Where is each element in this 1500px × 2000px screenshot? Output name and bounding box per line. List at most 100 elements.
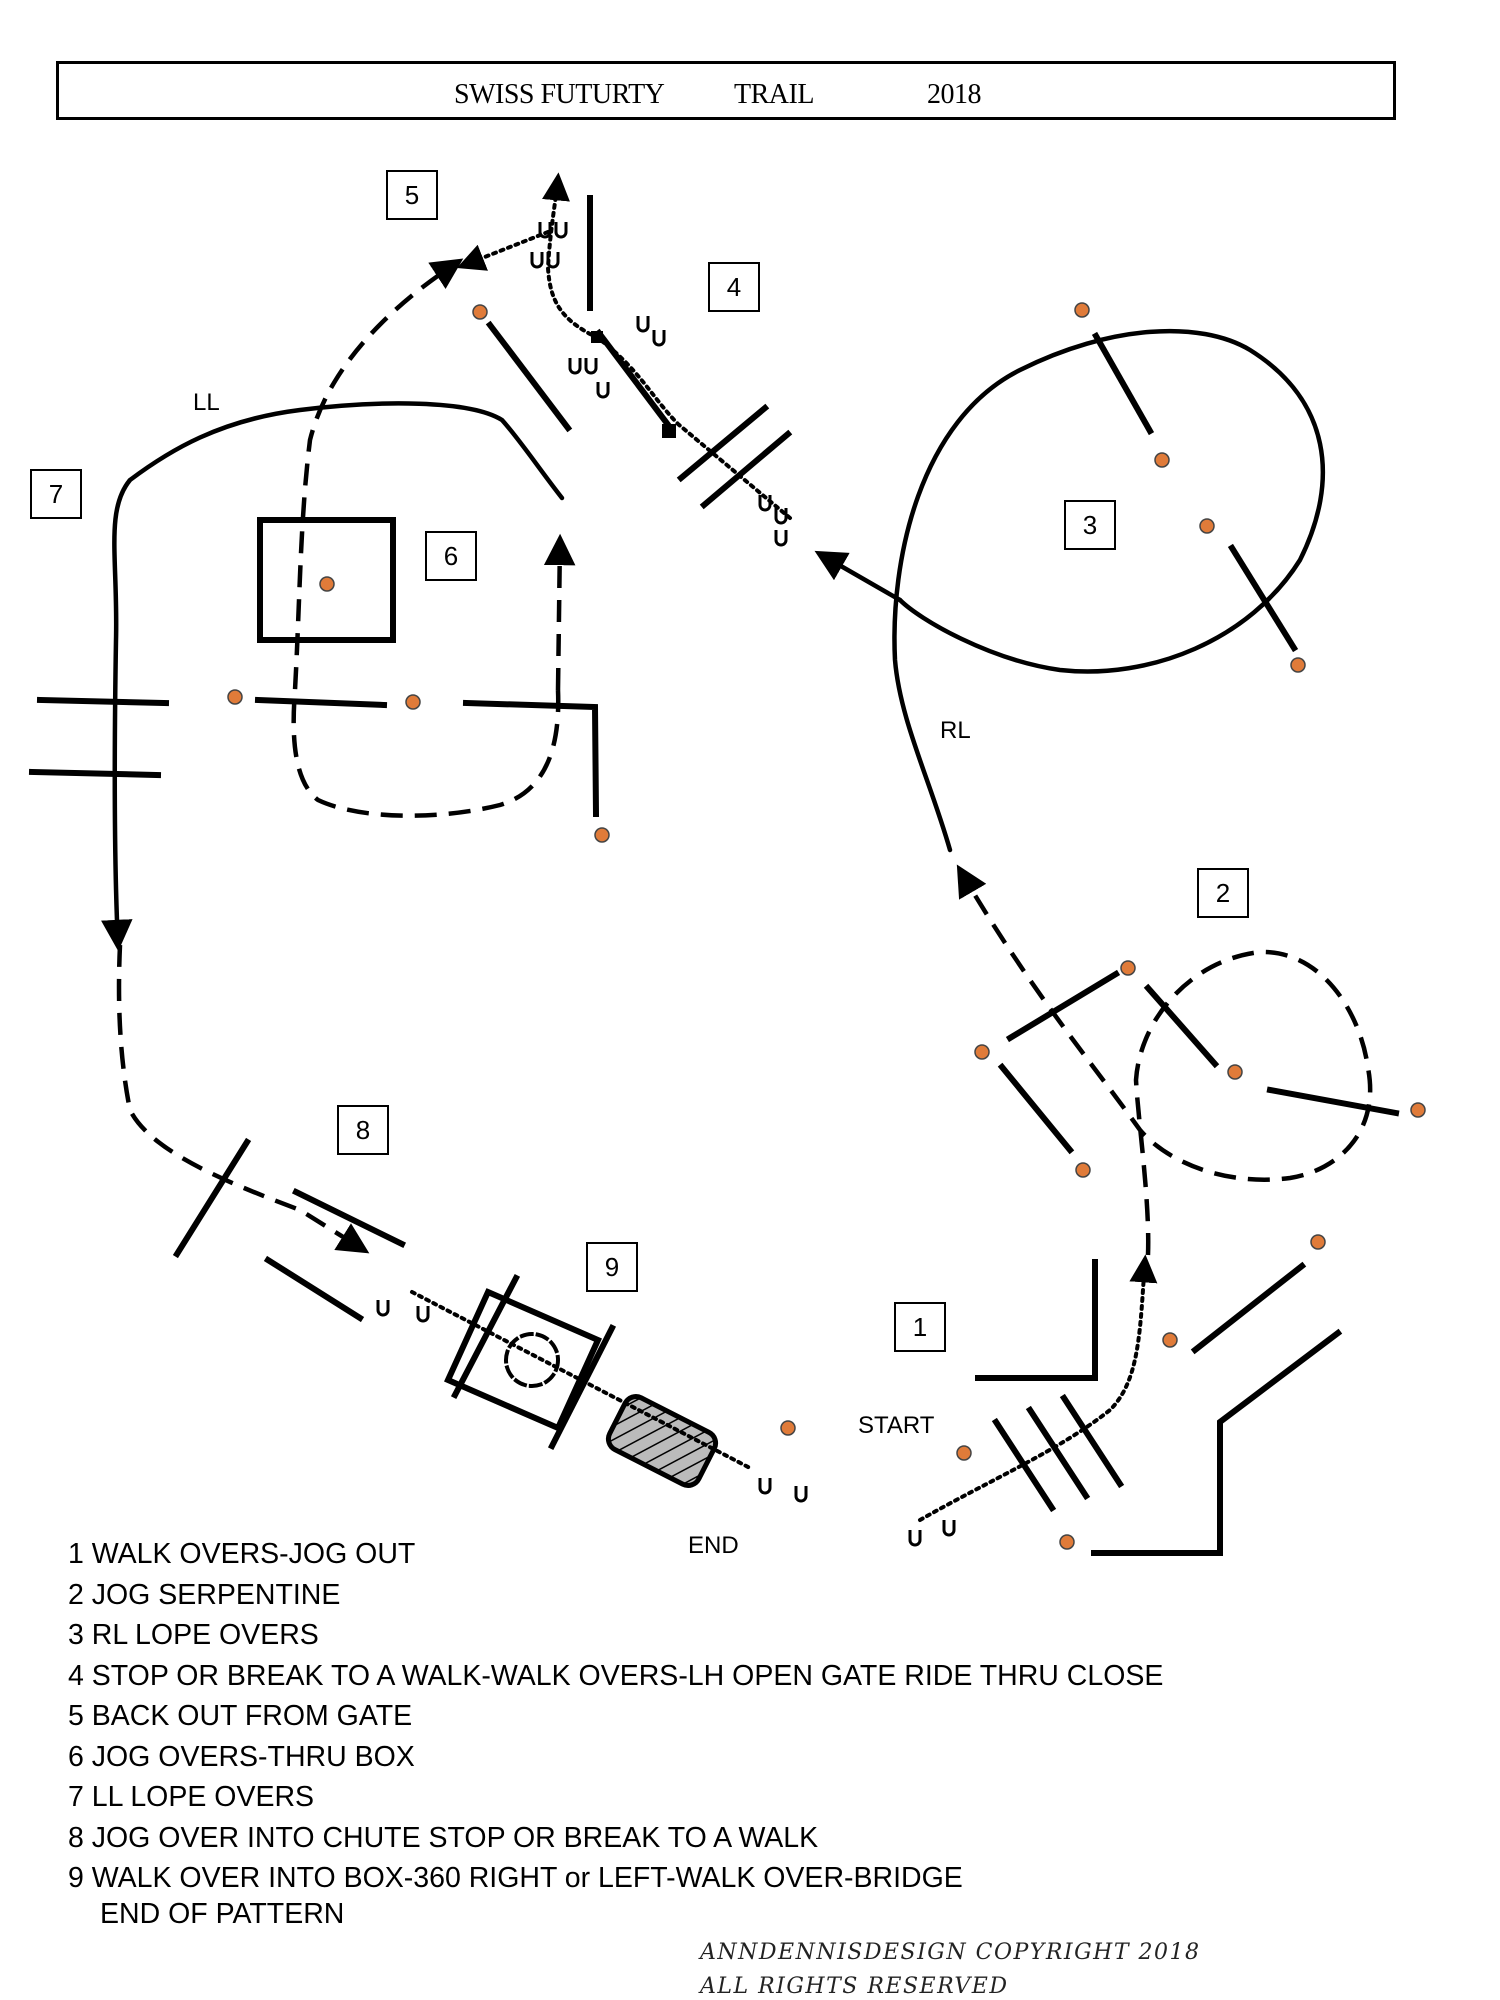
jog-serpentine-path bbox=[956, 864, 1373, 1256]
chute-rail bbox=[263, 1255, 365, 1323]
pole bbox=[28, 768, 162, 779]
cone bbox=[1154, 452, 1170, 468]
walkover-pole bbox=[1025, 1405, 1091, 1501]
cone bbox=[1199, 518, 1215, 534]
cone bbox=[472, 304, 488, 320]
walkover-pole bbox=[991, 1417, 1057, 1513]
hoof-mark bbox=[596, 382, 610, 399]
walkover-pole bbox=[699, 429, 793, 510]
instruction-item: 2 JOG SERPENTINE bbox=[68, 1578, 341, 1611]
pole bbox=[1005, 969, 1121, 1043]
instruction-item: 8 JOG OVER INTO CHUTE STOP OR BREAK TO A… bbox=[68, 1821, 819, 1854]
cone bbox=[1410, 1102, 1426, 1118]
event-name: SWISS FUTURTY bbox=[454, 79, 665, 110]
jog-over-pole bbox=[172, 1137, 252, 1259]
cone bbox=[974, 1044, 990, 1060]
back-out-path bbox=[456, 230, 550, 271]
box bbox=[257, 517, 396, 643]
right-lead-label: RL bbox=[940, 717, 971, 744]
obstacle-2-serpentine bbox=[997, 969, 1400, 1155]
chute-rail bbox=[291, 1187, 407, 1249]
walkover-pole bbox=[676, 403, 770, 483]
copyright-line: ANNDENNISDESIGN COPYRIGHT 2018 bbox=[700, 1940, 1201, 1965]
jog-box-path bbox=[543, 533, 576, 691]
hoof-mark bbox=[758, 495, 788, 525]
hoof-mark bbox=[636, 316, 666, 347]
cone bbox=[1227, 1064, 1243, 1080]
class-name: TRAIL bbox=[734, 79, 814, 110]
jog-chute-path bbox=[116, 944, 370, 1254]
rl-lope-path bbox=[892, 328, 1326, 853]
cone bbox=[1290, 657, 1306, 673]
cone bbox=[1059, 1534, 1075, 1550]
arena-corner-rail bbox=[975, 1259, 1098, 1381]
corner-pole bbox=[462, 699, 600, 818]
pole bbox=[254, 696, 388, 709]
cone bbox=[956, 1445, 972, 1461]
hoof-mark bbox=[774, 530, 788, 547]
walkover-pole bbox=[1059, 1393, 1125, 1489]
instruction-item: 5 BACK OUT FROM GATE bbox=[68, 1700, 413, 1732]
cone bbox=[780, 1420, 796, 1436]
instruction-item: 1 WALK OVERS-JOG OUT bbox=[68, 1538, 416, 1570]
walk-in-path bbox=[918, 1254, 1158, 1522]
bridge bbox=[605, 1394, 719, 1488]
pole bbox=[1266, 1086, 1400, 1117]
turn-circle bbox=[504, 1332, 560, 1388]
instruction-item: 4 STOP OR BREAK TO A WALK-WALK OVERS-LH … bbox=[68, 1659, 1164, 1692]
obstacle-number-3: 3 bbox=[1064, 500, 1116, 550]
instruction-item: 3 RL LOPE OVERS bbox=[68, 1619, 319, 1651]
left-lead-label: LL bbox=[193, 389, 220, 416]
obstacle-1-walkovers bbox=[975, 1259, 1343, 1556]
cones bbox=[227, 302, 1426, 1550]
event-year: 2018 bbox=[927, 79, 982, 110]
gate-latch bbox=[662, 424, 676, 438]
rl-lope-exit bbox=[814, 550, 903, 603]
hoof-mark bbox=[530, 252, 560, 269]
obstacle-number-5: 5 bbox=[386, 170, 438, 220]
pattern-instructions: 1 WALK OVERS-JOG OUT 2 JOG SERPENTINE 3 … bbox=[68, 1534, 1163, 1899]
pole bbox=[997, 1062, 1075, 1155]
obstacle-number-9: 9 bbox=[586, 1242, 638, 1292]
cone bbox=[227, 689, 243, 705]
walk-box-bridge-path bbox=[410, 1290, 752, 1470]
cone bbox=[1075, 1162, 1091, 1178]
obstacle-8-chute bbox=[172, 1137, 407, 1323]
instruction-item: 7 LL LOPE OVERS bbox=[68, 1781, 315, 1813]
exit-rail bbox=[1091, 1328, 1343, 1556]
obstacle-number-7: 7 bbox=[30, 469, 82, 519]
pole bbox=[1091, 331, 1155, 436]
hoof-mark bbox=[538, 222, 568, 239]
walkover-pole bbox=[547, 1323, 617, 1451]
obstacle-number-8: 8 bbox=[337, 1105, 389, 1155]
walk-paths bbox=[410, 172, 1158, 1522]
pole bbox=[1143, 983, 1220, 1069]
start-label: START bbox=[858, 1412, 935, 1439]
obstacle-9-box-bridge bbox=[444, 1273, 719, 1488]
jog-paths bbox=[116, 258, 1373, 1256]
cone bbox=[1120, 960, 1136, 976]
hoof-mark bbox=[376, 1300, 430, 1323]
lope-paths bbox=[101, 328, 1326, 952]
hoof-mark bbox=[908, 1520, 956, 1547]
obstacle-number-4: 4 bbox=[708, 262, 760, 312]
instruction-item: 6 JOG OVERS-THRU BOX bbox=[68, 1740, 415, 1773]
ll-lope-path bbox=[101, 401, 565, 952]
cone bbox=[1162, 1332, 1178, 1348]
cone bbox=[1310, 1234, 1326, 1250]
obstacle-number-6: 6 bbox=[425, 531, 477, 581]
hoof-mark bbox=[568, 358, 598, 375]
obstacle-6-box bbox=[254, 517, 600, 818]
obstacle-number-2: 2 bbox=[1197, 868, 1249, 918]
cone bbox=[594, 827, 610, 843]
gate-side-rail bbox=[485, 320, 573, 433]
title-bar: SWISS FUTURTY TRAIL 2018 bbox=[56, 61, 1396, 120]
instruction-item: 9 WALK OVER INTO BOX-360 RIGHT or LEFT-W… bbox=[68, 1862, 963, 1894]
pole bbox=[1227, 543, 1299, 653]
obstacle-7-lope-overs bbox=[28, 696, 170, 779]
cone bbox=[1074, 302, 1090, 318]
approach-rail bbox=[1190, 1261, 1307, 1355]
obstacle-number-1: 1 bbox=[894, 1302, 946, 1352]
end-label: END bbox=[688, 1532, 739, 1559]
